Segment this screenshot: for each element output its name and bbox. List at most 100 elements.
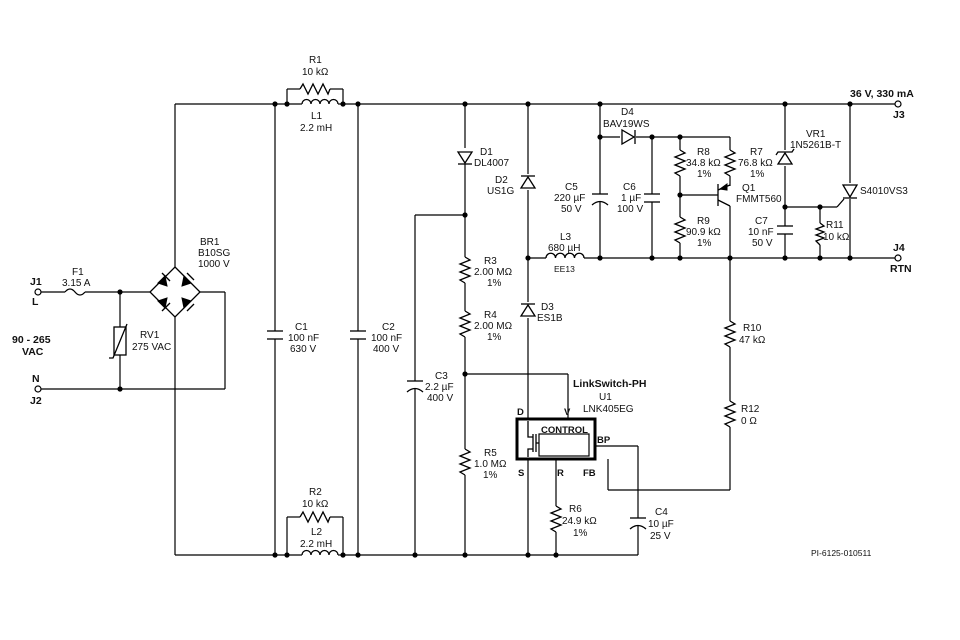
j1-terminal	[34, 288, 42, 296]
c5-value: 220 µF	[554, 193, 585, 204]
r8-tol: 1%	[697, 169, 712, 180]
j1-line-label: L	[32, 296, 39, 308]
control-block	[538, 433, 590, 457]
c3-ref: C3	[435, 371, 448, 382]
diode-d4: D4 BAV19WS	[603, 107, 650, 146]
pin-bp-label: BP	[597, 435, 611, 446]
resistor-r10: R10 47 kΩ	[723, 320, 766, 348]
pin-fb-label: FB	[583, 468, 596, 479]
r10-value: 47 kΩ	[739, 335, 766, 346]
capacitor-c4: C4 10 µF 25 V	[629, 507, 674, 542]
c2-value: 100 nF	[371, 333, 402, 344]
j4-terminal	[894, 254, 902, 262]
d1-ref: D1	[480, 147, 493, 158]
d2-part: US1G	[487, 186, 514, 197]
c7-rating: 50 V	[752, 238, 773, 249]
j3-terminal	[894, 100, 902, 108]
r3-tol: 1%	[487, 278, 502, 289]
output-terminals: 36 V, 330 mA J3 J4 RTN	[850, 88, 914, 275]
resistor-r3: R3 2.00 MΩ 1%	[458, 256, 513, 289]
l2-ref: L2	[311, 527, 323, 538]
c1-ref: C1	[295, 322, 308, 333]
varistor-rv1: RV1 275 VAC	[109, 323, 171, 359]
l1-ref: L1	[311, 111, 323, 122]
r6-ref: R6	[569, 504, 582, 515]
c6-value: 1 µF	[621, 193, 641, 204]
br1-value: 1000 V	[198, 259, 230, 270]
zener-vr1: VR1 1N5261B-T	[775, 129, 841, 165]
j2-label: J2	[30, 395, 42, 407]
r9-value: 90.9 kΩ	[686, 227, 721, 238]
input-range-label: 90 - 265	[12, 334, 51, 346]
d3-ref: D3	[541, 302, 554, 313]
q1-part: FMMT560	[736, 194, 782, 205]
resistor-r1: R1 10 kΩ	[299, 55, 331, 96]
fuse-f1: F1 3.15 A	[62, 267, 91, 296]
r5-tol: 1%	[483, 470, 498, 481]
c1-value: 100 nF	[288, 333, 319, 344]
d4-ref: D4	[621, 107, 634, 118]
f1-ref: F1	[72, 267, 84, 278]
c2-ref: C2	[382, 322, 395, 333]
diode-d2: D2 US1G	[487, 175, 537, 197]
br1-ref: BR1	[200, 237, 220, 248]
ic-ref-label: U1	[599, 392, 612, 403]
capacitor-c5: C5 220 µF 50 V	[554, 182, 609, 215]
r7-tol: 1%	[750, 169, 765, 180]
r9-tol: 1%	[697, 238, 712, 249]
l3-value: 680 µH	[548, 243, 580, 254]
resistor-r9: R9 90.9 kΩ 1%	[673, 216, 721, 249]
r8-value: 34.8 kΩ	[686, 158, 721, 169]
r11-value: 10 kΩ	[823, 232, 850, 243]
r3-value: 2.00 MΩ	[474, 267, 513, 278]
pin-s-label: S	[518, 468, 524, 479]
d4-part: BAV19WS	[603, 119, 650, 130]
input-terminals: J1 L N J2 90 - 265 VAC	[12, 276, 51, 407]
r2-value: 10 kΩ	[302, 499, 329, 510]
c5-ref: C5	[565, 182, 578, 193]
diode-d3: D3 ES1B	[519, 302, 563, 324]
c1-rating: 630 V	[290, 344, 316, 355]
c6-ref: C6	[623, 182, 636, 193]
capacitor-c1: C1 100 nF 630 V	[267, 322, 319, 355]
wires	[41, 88, 895, 556]
r8-ref: R8	[697, 147, 710, 158]
vr1-part: 1N5261B-T	[790, 140, 841, 151]
l1-value: 2.2 mH	[300, 123, 332, 134]
diode-d1: D1 DL4007	[456, 147, 509, 169]
c7-ref: C7	[755, 216, 768, 227]
r2-ref: R2	[309, 487, 322, 498]
j4-label: J4	[893, 242, 905, 254]
c5-rating: 50 V	[561, 204, 582, 215]
scr-part: S4010VS3	[860, 186, 908, 197]
inductor-l1: L1 2.2 mH	[300, 98, 340, 134]
c6-rating: 100 V	[617, 204, 643, 215]
r1-value: 10 kΩ	[302, 67, 329, 78]
r4-value: 2.00 MΩ	[474, 321, 513, 332]
d3-part: ES1B	[537, 313, 563, 324]
c4-ref: C4	[655, 507, 668, 518]
r3-ref: R3	[484, 256, 497, 267]
r4-tol: 1%	[487, 332, 502, 343]
c3-value: 2.2 µF	[425, 382, 454, 393]
resistor-r12: R12 0 Ω	[723, 400, 760, 428]
pin-r-label: R	[557, 468, 564, 479]
r10-ref: R10	[743, 323, 762, 334]
r4-ref: R4	[484, 310, 497, 321]
resistor-r8: R8 34.8 kΩ 1%	[673, 147, 721, 180]
d2-ref: D2	[495, 175, 508, 186]
r12-ref: R12	[741, 404, 760, 415]
c4-rating: 25 V	[650, 531, 671, 542]
c7-value: 10 nF	[748, 227, 774, 238]
inductor-l3: L3 680 µH EE13	[545, 232, 585, 274]
l3-core: EE13	[554, 264, 575, 274]
c3-rating: 400 V	[427, 393, 453, 404]
j3-label: J3	[893, 109, 905, 121]
vr1-ref: VR1	[806, 129, 826, 140]
r12-value: 0 Ω	[741, 416, 757, 427]
scr-s4010vs3: S4010VS3	[836, 184, 908, 208]
junction-dots	[117, 101, 853, 558]
bridge-rectifier-br1: BR1 B10SG 1000 V	[149, 237, 230, 318]
r9-ref: R9	[697, 216, 710, 227]
